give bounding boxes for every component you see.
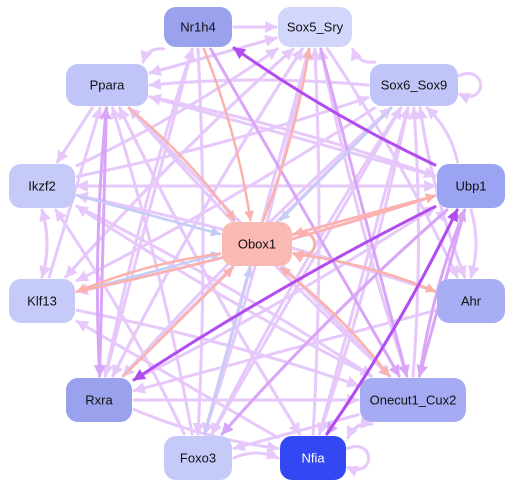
edge-rxra-to-nr1h4 (103, 47, 196, 378)
edge-sox6_sox9-to-sox5_sry (351, 47, 377, 64)
node-box-foxo3 (164, 436, 232, 480)
node-box-ikzf2 (9, 164, 75, 208)
node-ppara[interactable]: Ppara (66, 64, 148, 106)
edge-onecut1_cux2-to-foxo3 (232, 413, 360, 452)
node-box-nfia (280, 436, 346, 480)
node-label-nfia: Nfia (301, 451, 325, 466)
edge-onecut1_cux2-to-ikzf2 (75, 204, 373, 378)
node-box-klf13 (9, 279, 75, 323)
node-label-sox5_sry: Sox5_Sry (287, 20, 344, 35)
edge-sox6_sox9-to-obox1 (279, 106, 393, 222)
edge-ubp1-to-foxo3 (220, 208, 449, 436)
edge-sox6_sox9-to-klf13 (75, 106, 376, 283)
edge-sox6_sox9-to-foxo3 (210, 106, 403, 436)
edge-rxra-to-ubp1 (132, 205, 437, 382)
self-loop-obox1 (291, 231, 316, 263)
edge-foxo3-to-obox1 (203, 266, 253, 436)
edge-onecut1_cux2-to-sox6_sox9 (408, 106, 421, 378)
edge-klf13-to-onecut1_cux2 (75, 308, 360, 388)
node-box-sox5_sry (278, 7, 352, 47)
node-box-ubp1 (437, 164, 505, 208)
node-label-nr1h4: Nr1h4 (180, 20, 215, 35)
edge-nr1h4-to-ppara (140, 47, 165, 64)
edge-ppara-to-obox1 (127, 106, 236, 222)
node-label-sox6_sox9: Sox6_Sox9 (381, 78, 448, 93)
node-box-rxra (66, 378, 132, 422)
edge-ubp1-to-ahr (468, 208, 480, 279)
self-loop-sox6_sox9 (457, 72, 482, 104)
node-box-nr1h4 (164, 7, 232, 47)
node-obox1[interactable]: Obox1 (222, 222, 292, 266)
edge-ppara-to-ikzf2 (55, 106, 94, 164)
node-label-ppara: Ppara (90, 78, 125, 93)
edge-sox5_sry-to-onecut1_cux2 (319, 47, 410, 378)
edge-ahr-to-rxra (132, 309, 437, 394)
node-label-ubp1: Ubp1 (455, 179, 486, 194)
node-label-klf13: Klf13 (27, 294, 57, 309)
node-nr1h4[interactable]: Nr1h4 (164, 7, 232, 47)
node-box-sox6_sox9 (370, 64, 458, 106)
edge-foxo3-to-nfia (232, 448, 280, 460)
edge-rxra-to-sox5_sry (111, 47, 304, 378)
edge-ubp1-to-ppara (148, 94, 437, 178)
node-box-onecut1_cux2 (360, 378, 466, 422)
node-foxo3[interactable]: Foxo3 (164, 436, 232, 480)
edge-ubp1-to-sox6_sox9 (425, 106, 459, 164)
node-label-ahr: Ahr (461, 294, 482, 309)
node-ahr[interactable]: Ahr (437, 279, 505, 323)
node-sox5_sry[interactable]: Sox5_Sry (278, 7, 352, 47)
edge-klf13-to-ikzf2 (39, 208, 51, 279)
edge-foxo3-to-sox6_sox9 (210, 106, 403, 436)
node-box-ahr (437, 279, 505, 323)
node-ikzf2[interactable]: Ikzf2 (9, 164, 75, 208)
node-box-ppara (66, 64, 148, 106)
node-label-rxra: Rxra (85, 393, 113, 408)
edge-obox1-to-klf13 (75, 252, 222, 293)
node-box-obox1 (222, 222, 292, 266)
edge-nfia-to-ppara (118, 106, 302, 436)
edge-nfia-to-onecut1_cux2 (346, 416, 374, 440)
node-rxra[interactable]: Rxra (66, 378, 132, 422)
edge-rxra-to-obox1 (122, 266, 234, 378)
edge-ubp1-to-nr1h4 (232, 46, 437, 167)
node-label-foxo3: Foxo3 (180, 451, 216, 466)
edge-ikzf2-to-onecut1_cux2 (75, 204, 373, 378)
node-nfia[interactable]: Nfia (280, 436, 346, 480)
node-sox6_sox9[interactable]: Sox6_Sox9 (370, 64, 458, 106)
edge-ppara-to-ubp1 (148, 95, 437, 179)
edge-nfia-to-sox6_sox9 (318, 106, 411, 436)
edge-nr1h4-to-obox1 (202, 47, 255, 222)
edge-rxra-to-ppara (95, 106, 112, 378)
node-label-onecut1_cux2: Onecut1_Cux2 (370, 393, 457, 408)
edge-nfia-to-ubp1 (325, 208, 459, 436)
node-onecut1_cux2[interactable]: Onecut1_Cux2 (360, 378, 466, 422)
edge-obox1-to-onecut1_cux2 (279, 266, 391, 378)
self-loop-nfia (345, 445, 370, 477)
edge-nr1h4-to-onecut1_cux2 (209, 47, 401, 378)
edge-nfia-to-klf13 (75, 319, 280, 440)
node-label-ikzf2: Ikzf2 (28, 179, 55, 194)
edge-klf13-to-sox5_sry (64, 47, 295, 279)
edge-foxo3-to-ikzf2 (54, 208, 186, 436)
edge-obox1-to-ubp1 (292, 193, 437, 236)
edge-ppara-to-rxra (93, 106, 108, 378)
edge-onecut1_cux2-to-sox5_sry (317, 47, 409, 378)
edge-obox1-to-sox5_sry (262, 47, 313, 222)
edge-ikzf2-to-obox1 (75, 194, 222, 237)
edge-sox6_sox9-to-nfia (317, 106, 410, 436)
node-label-obox1: Obox1 (238, 237, 276, 252)
edge-ubp1-to-rxra (132, 205, 437, 382)
node-ubp1[interactable]: Ubp1 (437, 164, 505, 208)
node-klf13[interactable]: Klf13 (9, 279, 75, 323)
